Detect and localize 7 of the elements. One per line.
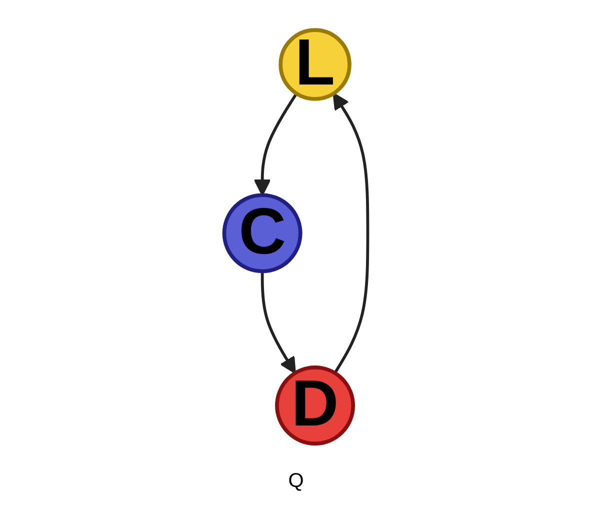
arrow [332,92,370,374]
node-circle: L [278,28,352,101]
arrow [254,92,298,196]
equilibrium-label: Q [288,470,304,493]
node-circle: C [222,193,302,274]
arrow [260,271,296,374]
node-circle: D [275,366,356,446]
